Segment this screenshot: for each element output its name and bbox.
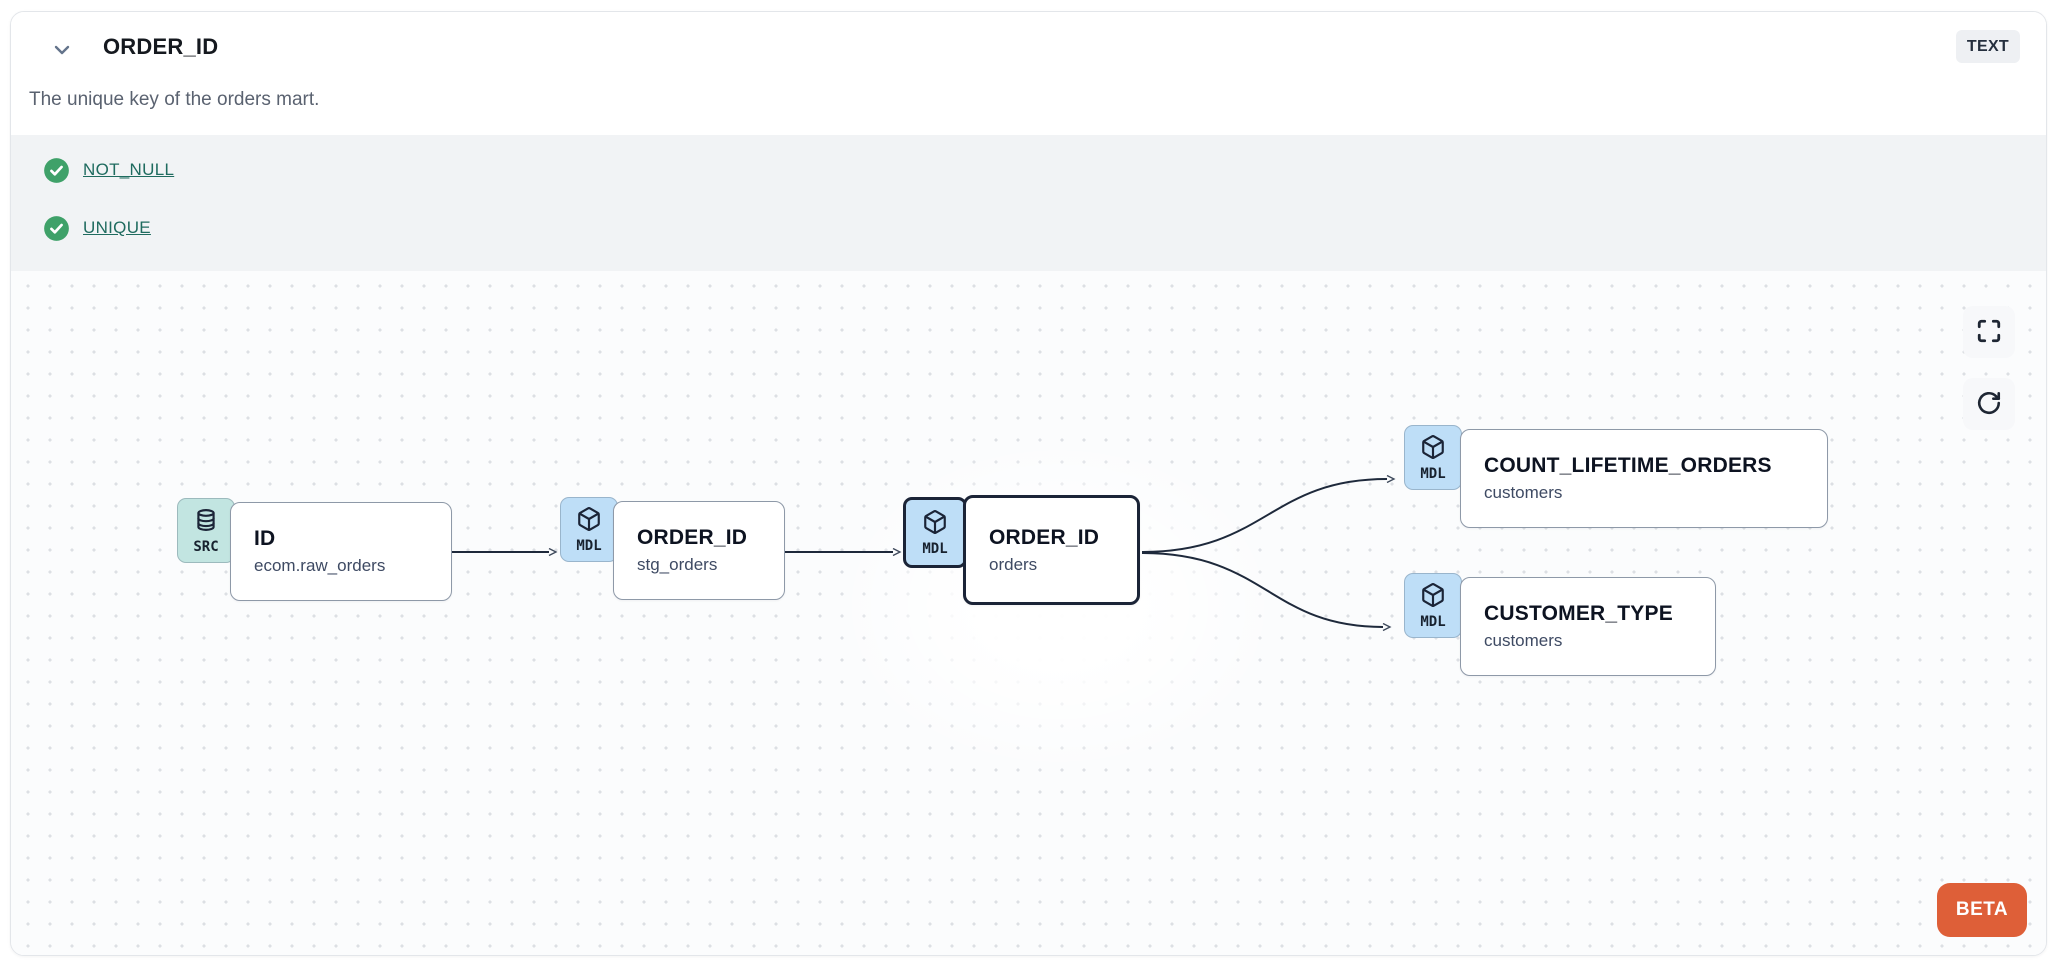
data-type-badge: TEXT: [1955, 30, 2020, 63]
column-description: The unique key of the orders mart.: [29, 89, 320, 110]
lineage-canvas[interactable]: SRC ID ecom.raw_orders MDL ORDER_ID: [11, 271, 2046, 955]
refresh-icon: [1976, 390, 2002, 419]
node-title: CUSTOMER_TYPE: [1484, 602, 1673, 625]
node-title: COUNT_LIFETIME_ORDERS: [1484, 454, 1772, 477]
test-link-not-null[interactable]: NOT_NULL: [83, 160, 175, 179]
tests-section: NOT_NULL UNIQUE: [11, 135, 2046, 271]
collapse-chevron-button[interactable]: [45, 36, 79, 66]
test-row: UNIQUE: [43, 206, 151, 250]
column-header: ORDER_ID TEXT The unique key of the orde…: [11, 12, 2046, 135]
node-subtitle: customers: [1484, 483, 1563, 502]
node-body: ORDER_ID orders: [963, 495, 1140, 605]
node-body: CUSTOMER_TYPE customers: [1460, 577, 1716, 676]
model-cube-icon: [922, 509, 948, 540]
node-type-badge: MDL: [903, 497, 967, 568]
node-title: ID: [254, 527, 276, 550]
node-subtitle: customers: [1484, 631, 1563, 650]
database-icon: [193, 507, 219, 538]
node-title: ORDER_ID: [989, 525, 1100, 549]
node-title: ORDER_ID: [637, 526, 748, 549]
node-subtitle: stg_orders: [637, 555, 718, 574]
node-badge-label: MDL: [922, 540, 948, 557]
test-link-unique[interactable]: UNIQUE: [83, 218, 151, 237]
model-cube-icon: [1420, 434, 1446, 465]
column-name-title: ORDER_ID: [103, 34, 219, 59]
node-type-badge: MDL: [1404, 425, 1462, 490]
test-row: NOT_NULL: [43, 148, 174, 192]
model-cube-icon: [1420, 582, 1446, 613]
model-cube-icon: [576, 506, 602, 537]
node-badge-label: SRC: [193, 538, 219, 555]
chevron-down-icon: [50, 45, 74, 65]
selected-node-halo: [833, 436, 1283, 776]
node-subtitle: orders: [989, 554, 1038, 574]
node-subtitle: ecom.raw_orders: [254, 556, 386, 575]
node-body: ORDER_ID stg_orders: [613, 501, 785, 600]
node-badge-label: MDL: [1420, 465, 1446, 482]
beta-badge: BETA: [1937, 883, 2027, 937]
node-type-badge: MDL: [560, 497, 618, 562]
node-body: ID ecom.raw_orders: [230, 502, 452, 601]
node-type-badge: MDL: [1404, 573, 1462, 638]
canvas-controls: [1963, 306, 2015, 430]
node-type-badge: SRC: [177, 498, 235, 563]
column-details-card: ORDER_ID TEXT The unique key of the orde…: [10, 11, 2047, 956]
maximize-icon: [1976, 318, 2002, 347]
node-badge-label: MDL: [1420, 613, 1446, 630]
check-circle-icon: [43, 157, 70, 184]
check-circle-icon: [43, 215, 70, 242]
node-badge-label: MDL: [576, 537, 602, 554]
node-body: COUNT_LIFETIME_ORDERS customers: [1460, 429, 1828, 528]
refresh-button[interactable]: [1963, 378, 2015, 430]
fullscreen-button[interactable]: [1963, 306, 2015, 358]
